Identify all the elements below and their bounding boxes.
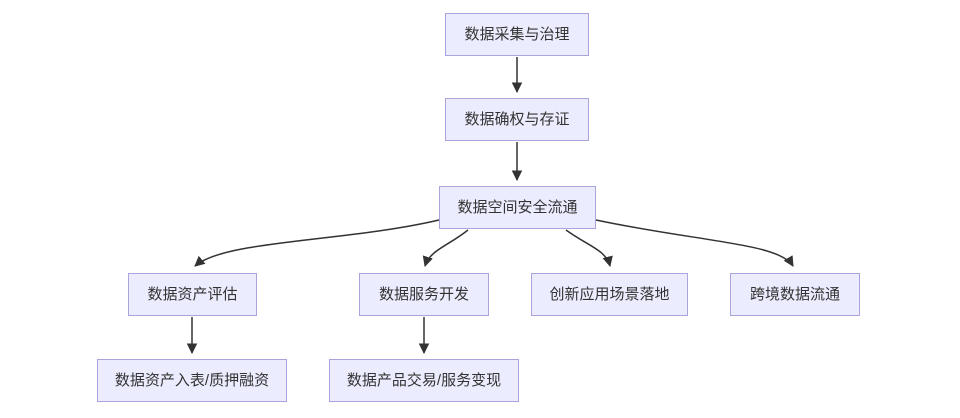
node-label: 跨境数据流通 [749,286,840,303]
node-innovation-scenario-landing: 创新应用场景落地 [531,273,688,316]
node-cross-border-data-flow: 跨境数据流通 [730,273,860,316]
node-product-trading-monetization: 数据产品交易/服务变现 [329,359,519,402]
edge-C-to-F [565,229,613,268]
node-data-collection-governance: 数据采集与治理 [445,13,589,56]
node-label: 数据采集与治理 [464,26,570,43]
node-data-service-development: 数据服务开发 [359,273,489,316]
edge-C-to-G [595,219,794,267]
node-data-space-secure-circulation: 数据空间安全流通 [439,186,596,229]
node-data-asset-valuation: 数据资产评估 [128,273,257,316]
node-label: 数据服务开发 [378,286,469,303]
node-label: 数据资产入表/质押融资 [114,372,270,389]
node-asset-entry-pledge-financing: 数据资产入表/质押融资 [97,359,287,402]
edge-C-to-E [422,229,469,268]
node-label: 数据产品交易/服务变现 [346,372,502,389]
node-label: 数据确权与存证 [464,111,570,128]
node-label: 数据空间安全流通 [457,199,578,216]
edge-C-to-D [194,219,440,267]
node-label: 数据资产评估 [147,286,238,303]
node-label: 创新应用场景落地 [549,286,670,303]
node-data-rights-certification: 数据确权与存证 [445,98,589,141]
